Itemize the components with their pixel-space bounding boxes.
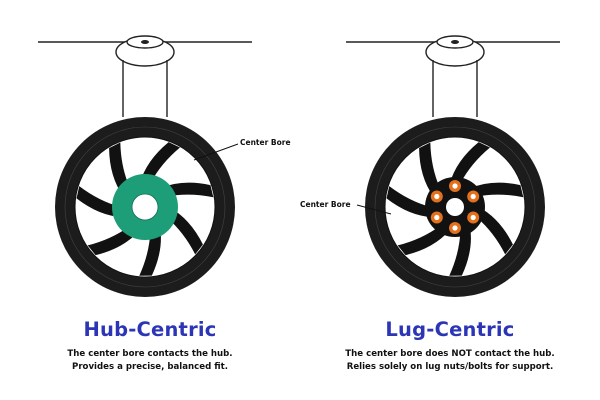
spoke xyxy=(449,142,491,184)
tire-tread-line xyxy=(64,126,226,288)
center-bore-edge xyxy=(131,193,159,221)
lug-nut-hole xyxy=(434,193,440,200)
center-bore-callout-line xyxy=(193,143,239,161)
lug-centric-desc-line-1: The center bore does NOT contact the hub… xyxy=(345,349,555,359)
spoke xyxy=(386,186,434,218)
center-bore xyxy=(446,198,464,216)
tire-tread-line xyxy=(374,126,536,288)
lug-centric-title: Lug-Centric xyxy=(385,318,515,341)
wheel-spokes xyxy=(386,142,524,276)
spoke xyxy=(139,225,161,276)
spoke xyxy=(470,182,524,198)
hub-center-dot xyxy=(451,40,459,44)
spoke xyxy=(449,225,471,276)
hub-centric-assembly xyxy=(38,35,252,297)
hub-centric-desc-line-1: The center bore contacts the hub. xyxy=(67,349,233,359)
spoke xyxy=(76,186,124,218)
spoke xyxy=(397,225,450,256)
lug-nut-hole xyxy=(434,214,440,221)
lug-nut-hole xyxy=(470,193,476,200)
lug-nut-hole xyxy=(452,225,458,231)
hub-centric-description: The center bore contacts the hub. Provid… xyxy=(0,348,300,374)
lug-nut-hole xyxy=(470,214,476,221)
hub-centric-desc-line-2: Provides a precise, balanced fit. xyxy=(72,362,228,372)
rim-edge xyxy=(74,136,216,278)
hub-centric-title: Hub-Centric xyxy=(83,318,217,341)
lug-centric-assembly xyxy=(346,35,560,297)
center-bore xyxy=(132,194,158,220)
spoke xyxy=(419,142,440,197)
hub-center-dot xyxy=(141,40,149,44)
lug-centric-desc-line-2: Relies solely on lug nuts/bolts for supp… xyxy=(346,362,554,372)
spoke xyxy=(139,142,181,184)
center-bore-label-lug-centric: Center Bore xyxy=(300,200,351,209)
lug-centric-description: The center bore does NOT contact the hub… xyxy=(300,348,600,374)
rim-edge xyxy=(384,136,526,278)
lug-nuts xyxy=(430,180,480,234)
center-bore-callout-line xyxy=(356,204,392,215)
lug-nut-hole xyxy=(452,183,458,189)
spoke xyxy=(476,207,513,255)
center-bore-label-hub-centric: Center Bore xyxy=(240,138,291,147)
